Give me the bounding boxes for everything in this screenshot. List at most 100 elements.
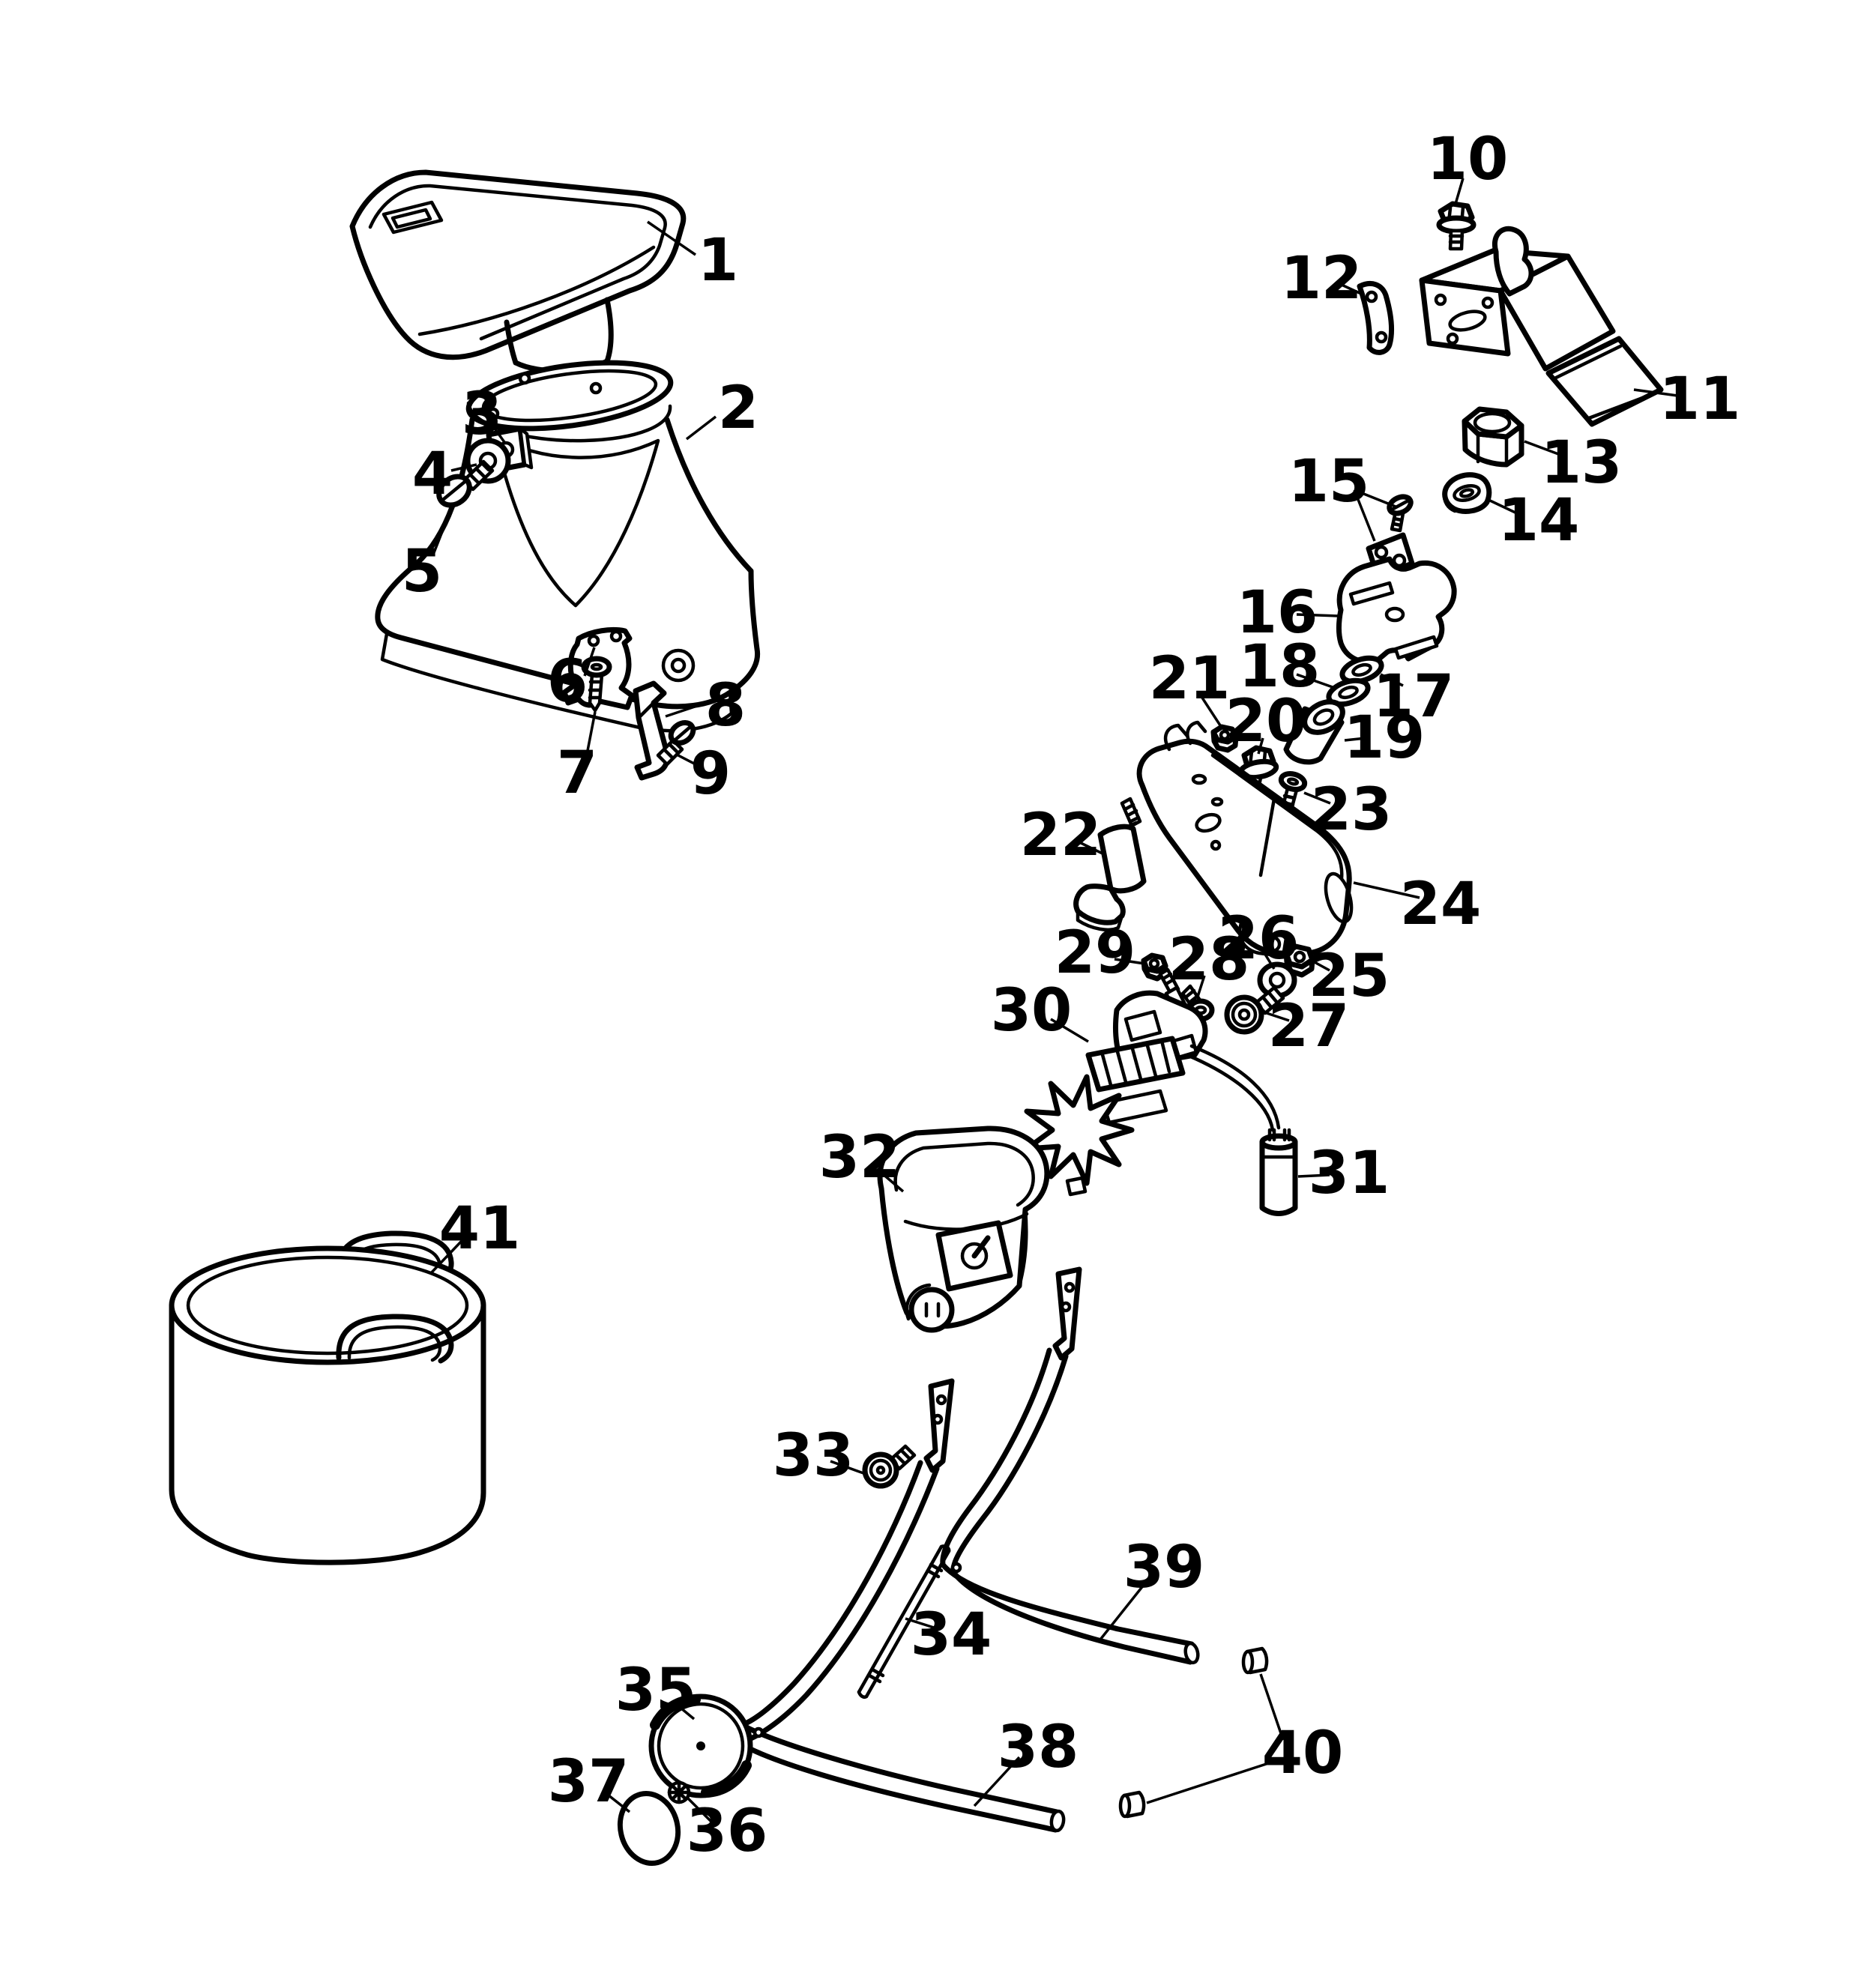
callout-leader-14	[1489, 499, 1519, 516]
part-27-shoulder-bolt	[1224, 985, 1285, 1035]
callout-leader-36	[687, 1797, 714, 1824]
callout-label-24-cutter-housing: 24	[1400, 871, 1482, 938]
callout-leader-27	[1266, 1012, 1290, 1022]
callout-label-32-switch-housing: 32	[819, 1124, 901, 1191]
callout-label-31-capacitor: 31	[1309, 1140, 1390, 1207]
callout-leader-26	[1263, 952, 1276, 970]
callout-label-25-nut: 25	[1309, 943, 1390, 1010]
callout-label-40-end-caps: 40	[1262, 1720, 1344, 1787]
callout-leader-39	[1099, 1580, 1148, 1641]
callout-leader-17	[1380, 673, 1404, 687]
callout-label-18-washer: 18	[1239, 633, 1321, 701]
callout-leader-37	[603, 1791, 631, 1813]
part-2-feed-chute	[375, 360, 761, 733]
callout-leader-3	[493, 427, 506, 444]
part-19-spacer	[1283, 699, 1345, 765]
callout-leader-10	[1454, 178, 1465, 205]
callout-label-33-bolt: 33	[773, 1422, 854, 1490]
callout-label-14-flanged-washer: 14	[1498, 487, 1580, 555]
part-21-hex-nut	[1210, 724, 1239, 753]
callout-leader-24	[1353, 881, 1420, 899]
callout-label-35-wheel: 35	[615, 1657, 697, 1724]
part-16-blade-disc	[1336, 556, 1457, 665]
callout-leader-7	[585, 711, 597, 759]
callout-label-6-bracket: 6	[547, 648, 588, 716]
part-5-screw	[436, 459, 495, 508]
callout-label-16-blade-disc: 16	[1237, 579, 1318, 647]
callout-label-2-feed-chute: 2	[718, 375, 758, 442]
callout-label-38-leg-tube-front: 38	[998, 1714, 1079, 1781]
callout-label-8-support-rod: 8	[705, 672, 746, 740]
callout-label-36-push-nut: 36	[687, 1798, 768, 1865]
callout-label-30-motor-armature: 30	[991, 977, 1073, 1045]
callout-label-34-axle-rod: 34	[911, 1601, 992, 1669]
callout-label-4-washer: 4	[412, 441, 453, 508]
callout-leader-33	[830, 1460, 864, 1475]
callout-leader-15	[1354, 489, 1396, 508]
callout-label-21-hex-nut: 21	[1149, 645, 1231, 713]
callout-leader-29	[1114, 958, 1145, 965]
callout-label-41-collection-container: 41	[439, 1195, 521, 1263]
callout-label-28-screw: 28	[1168, 926, 1250, 994]
callout-leader-5	[432, 504, 454, 555]
callout-leader-31	[1297, 1173, 1330, 1178]
callout-leader-6	[583, 647, 596, 677]
part-1-hopper-cover	[349, 169, 687, 374]
callout-label-7-screw: 7	[557, 740, 597, 807]
part-31-capacitor	[1259, 1128, 1298, 1216]
callout-leader-25	[1312, 960, 1330, 972]
part-40-end-caps	[1118, 1646, 1269, 1819]
callout-leader-20	[1257, 737, 1264, 755]
part-9-screw	[656, 720, 696, 767]
callout-label-37-hub-cap: 37	[548, 1748, 630, 1816]
part-35-wheel	[648, 1694, 753, 1798]
part-38-leg-tube-front	[736, 1378, 1066, 1833]
callout-label-15-screw-and-plate: 15	[1288, 448, 1370, 516]
callout-leader-40	[1146, 1758, 1281, 1804]
callout-label-22-tamper-tool: 22	[1020, 802, 1102, 869]
callout-label-17-washer: 17	[1373, 663, 1455, 731]
part-37-hub-cap	[617, 1790, 681, 1867]
callout-label-5-screw: 5	[402, 538, 442, 605]
part-18-washer	[1326, 677, 1371, 711]
part-22-tamper-tool	[1073, 797, 1147, 931]
callout-leader-18	[1296, 673, 1333, 689]
part-24-cutter-housing	[1136, 720, 1354, 958]
part-11-discharge-chute	[1419, 226, 1664, 427]
part-32-switch-housing	[877, 1126, 1050, 1333]
callout-label-20-flange-bolt: 20	[1225, 688, 1307, 755]
callout-label-13-hex-nut: 13	[1541, 429, 1623, 497]
callout-label-19-spacer: 19	[1344, 704, 1426, 772]
callout-leader-12	[1341, 283, 1362, 295]
callout-label-12-curved-strap: 12	[1281, 245, 1363, 312]
callout-leader-8	[665, 701, 707, 718]
callout-leader-19	[1344, 737, 1366, 742]
callout-label-29-nut: 29	[1055, 919, 1136, 987]
callout-leader-21	[1198, 692, 1222, 726]
callout-label-11-discharge-chute: 11	[1659, 366, 1741, 433]
callout-leader-11	[1633, 388, 1678, 397]
callout-label-26-washer: 26	[1218, 905, 1300, 973]
callout-leader-2	[685, 415, 717, 441]
callout-leader-22	[1079, 841, 1105, 856]
callout-label-23-screw: 23	[1311, 776, 1393, 844]
part-36-push-nut	[667, 1780, 691, 1804]
part-14-flanged-washer	[1442, 472, 1492, 514]
part-34-axle-rod	[857, 1544, 951, 1699]
callout-leader-1	[647, 220, 696, 256]
callout-label-10-flange-bolt: 10	[1427, 126, 1509, 193]
callout-label-9-screw: 9	[690, 740, 731, 808]
callout-label-1-hopper-cover: 1	[698, 227, 738, 294]
callout-leader-40	[1259, 1673, 1285, 1741]
callout-label-39-leg-tube-rear: 39	[1123, 1534, 1205, 1601]
callout-leader-34	[905, 1617, 935, 1629]
callout-leader-13	[1524, 440, 1561, 456]
callout-leader-30	[1050, 1018, 1089, 1043]
callout-leader-35	[671, 1700, 696, 1720]
callout-leader-41	[429, 1239, 463, 1275]
callout-leader-9	[675, 752, 696, 766]
callout-leader-23	[1303, 791, 1331, 805]
part-12-curved-strap	[1357, 281, 1394, 355]
